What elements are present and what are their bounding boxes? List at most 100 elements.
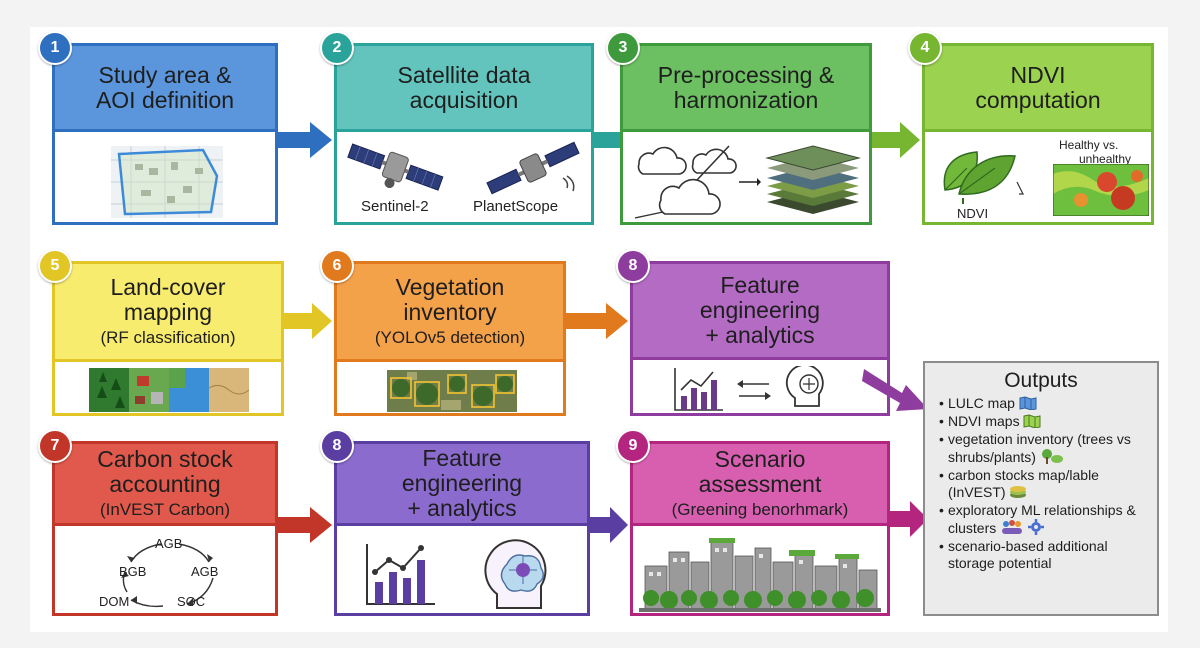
unhealthy-label: unhealthy	[1079, 152, 1132, 166]
output-text: scenario-based additional storage potent…	[948, 538, 1108, 571]
step-6-header: Vegetation inventory (YOLOv5 detection)	[337, 264, 563, 362]
step-2-header: Satellite data acquisition	[337, 46, 591, 132]
step-title: mapping	[123, 299, 213, 325]
layers-icon	[1010, 486, 1027, 498]
sentinel-label: Sentinel-2	[361, 198, 429, 215]
step-badge: 9	[616, 429, 650, 463]
output-text: carbon stocks map/lable (InVEST)	[948, 467, 1099, 500]
step-title: computation	[975, 86, 1101, 113]
users-icon	[1002, 520, 1023, 534]
step-subtitle: (YOLOv5 detection)	[374, 328, 526, 347]
step-badge: 3	[606, 31, 640, 65]
dom-label: DOM	[99, 594, 130, 609]
aoi-map-icon	[111, 146, 223, 218]
step-title: engineering	[401, 470, 523, 496]
step-6-vegetation: Vegetation inventory (YOLOv5 detection)	[334, 261, 566, 416]
output-item: carbon stocks map/lable (InVEST)	[939, 467, 1151, 501]
arrow-3-to-4	[872, 122, 920, 158]
step-7-carbon-stock: Carbon stock accounting (InVEST Carbon) …	[52, 441, 278, 616]
brain-icon	[484, 539, 547, 609]
ndvi-map-icon	[1053, 164, 1149, 216]
arrow-5-to-6	[284, 303, 332, 339]
step-1-study-area: Study area & AOI definition	[52, 43, 278, 225]
healthy-label: Healthy vs.	[1059, 138, 1119, 152]
tree-icon	[1041, 449, 1063, 464]
step-title: Scenario	[714, 446, 806, 472]
cloud-removal-icon	[634, 145, 761, 219]
arrow-9-to-outputs	[890, 501, 928, 537]
outputs-list: LULC map NDVI maps vegetation inventory …	[925, 395, 1157, 572]
output-item: LULC map	[939, 395, 1151, 412]
bgb-label: BGB	[119, 564, 147, 579]
step-badge: 8	[320, 429, 354, 463]
step-badge: 8	[616, 249, 650, 283]
step-title: engineering	[699, 297, 821, 323]
output-text: exploratory ML relationships & clusters	[948, 502, 1136, 536]
step-title: accounting	[109, 471, 221, 497]
step-9-header: Scenario assessment (Greening benorhmark…	[633, 444, 887, 526]
step-title: Study area &	[98, 61, 232, 88]
step-title: acquisition	[409, 86, 519, 113]
step-3-header: Pre-processing & harmonization	[623, 46, 869, 132]
map-icon	[1023, 414, 1041, 428]
step-9-scenario: Scenario assessment (Greening benorhmark…	[630, 441, 890, 616]
output-text: NDVI maps	[948, 413, 1020, 429]
arrow-8-to-outputs	[862, 369, 928, 411]
output-text: vegetation inventory (trees vs shrubs/pl…	[948, 431, 1131, 465]
output-item: exploratory ML relationships & clusters	[939, 502, 1151, 537]
map-icon	[1019, 396, 1037, 410]
agb-label: AGB	[155, 536, 183, 551]
chart-brain-icon	[674, 366, 824, 411]
step-subtitle: (RF classification)	[100, 328, 236, 347]
arrow-1-to-2	[278, 122, 332, 158]
planetscope-label: PlanetScope	[473, 198, 559, 215]
gear-icon	[1028, 519, 1045, 535]
step-title: Pre-processing &	[657, 61, 835, 88]
analytics-chart-icon	[366, 544, 435, 605]
step-badge: 7	[38, 429, 72, 463]
step-1-header: Study area & AOI definition	[55, 46, 275, 132]
step-8-header: Feature engineering + analytics	[337, 444, 587, 526]
step-title: Land-cover	[110, 274, 226, 300]
step-title: Feature	[720, 272, 800, 298]
green-city-icon	[639, 538, 881, 612]
arrow-6-to-8	[566, 303, 628, 339]
leaf-icon	[943, 151, 1024, 204]
step-8-feature-engineering-lower: Feature engineering + analytics	[334, 441, 590, 616]
output-text: LULC map	[948, 395, 1015, 411]
step-title: Vegetation	[395, 274, 505, 300]
step-title: assessment	[698, 471, 822, 497]
outputs-panel: Outputs LULC map NDVI maps vegetation in…	[923, 361, 1159, 616]
satellite-icon	[347, 143, 444, 191]
step-title: inventory	[403, 299, 497, 325]
tree-detection-icon	[387, 370, 517, 412]
workflow-canvas: Study area & AOI definition Satellite da…	[30, 27, 1168, 632]
step-subtitle: + analytics	[407, 495, 517, 521]
step-3-preprocessing: Pre-processing & harmonization	[620, 43, 872, 225]
satellite-icon	[486, 141, 580, 195]
step-badge: 1	[38, 31, 72, 65]
output-item: vegetation inventory (trees vs shrubs/pl…	[939, 431, 1151, 466]
step-5-header: Land-cover mapping (RF classification)	[55, 264, 281, 362]
step-title: NDVI	[1010, 61, 1066, 88]
step-subtitle: + analytics	[705, 322, 815, 348]
step-7-header: Carbon stock accounting (InVEST Carbon)	[55, 444, 275, 526]
layer-stack-icon	[765, 145, 861, 214]
soc-label: SOC	[177, 594, 206, 609]
step-badge: 2	[320, 31, 354, 65]
step-4-ndvi: NDVI computation NDVI Healthy vs. unheal…	[922, 43, 1154, 225]
step-4-header: NDVI computation	[925, 46, 1151, 132]
output-item: NDVI maps	[939, 413, 1151, 430]
step-title: Satellite data	[397, 61, 531, 88]
arrow-7-to-8	[278, 507, 332, 543]
step-badge: 6	[320, 249, 354, 283]
step-5-land-cover: Land-cover mapping (RF classification)	[52, 261, 284, 416]
land-cover-map-icon	[89, 368, 249, 412]
step-subtitle: (Greening benorhmark)	[671, 500, 849, 519]
step-title: AOI definition	[95, 86, 235, 113]
step-title: Carbon stock	[97, 446, 233, 472]
step-title: Feature	[422, 445, 502, 471]
output-item: scenario-based additional storage potent…	[939, 538, 1151, 572]
arrow-8-to-9	[590, 507, 628, 543]
agb-label: AGB	[191, 564, 219, 579]
